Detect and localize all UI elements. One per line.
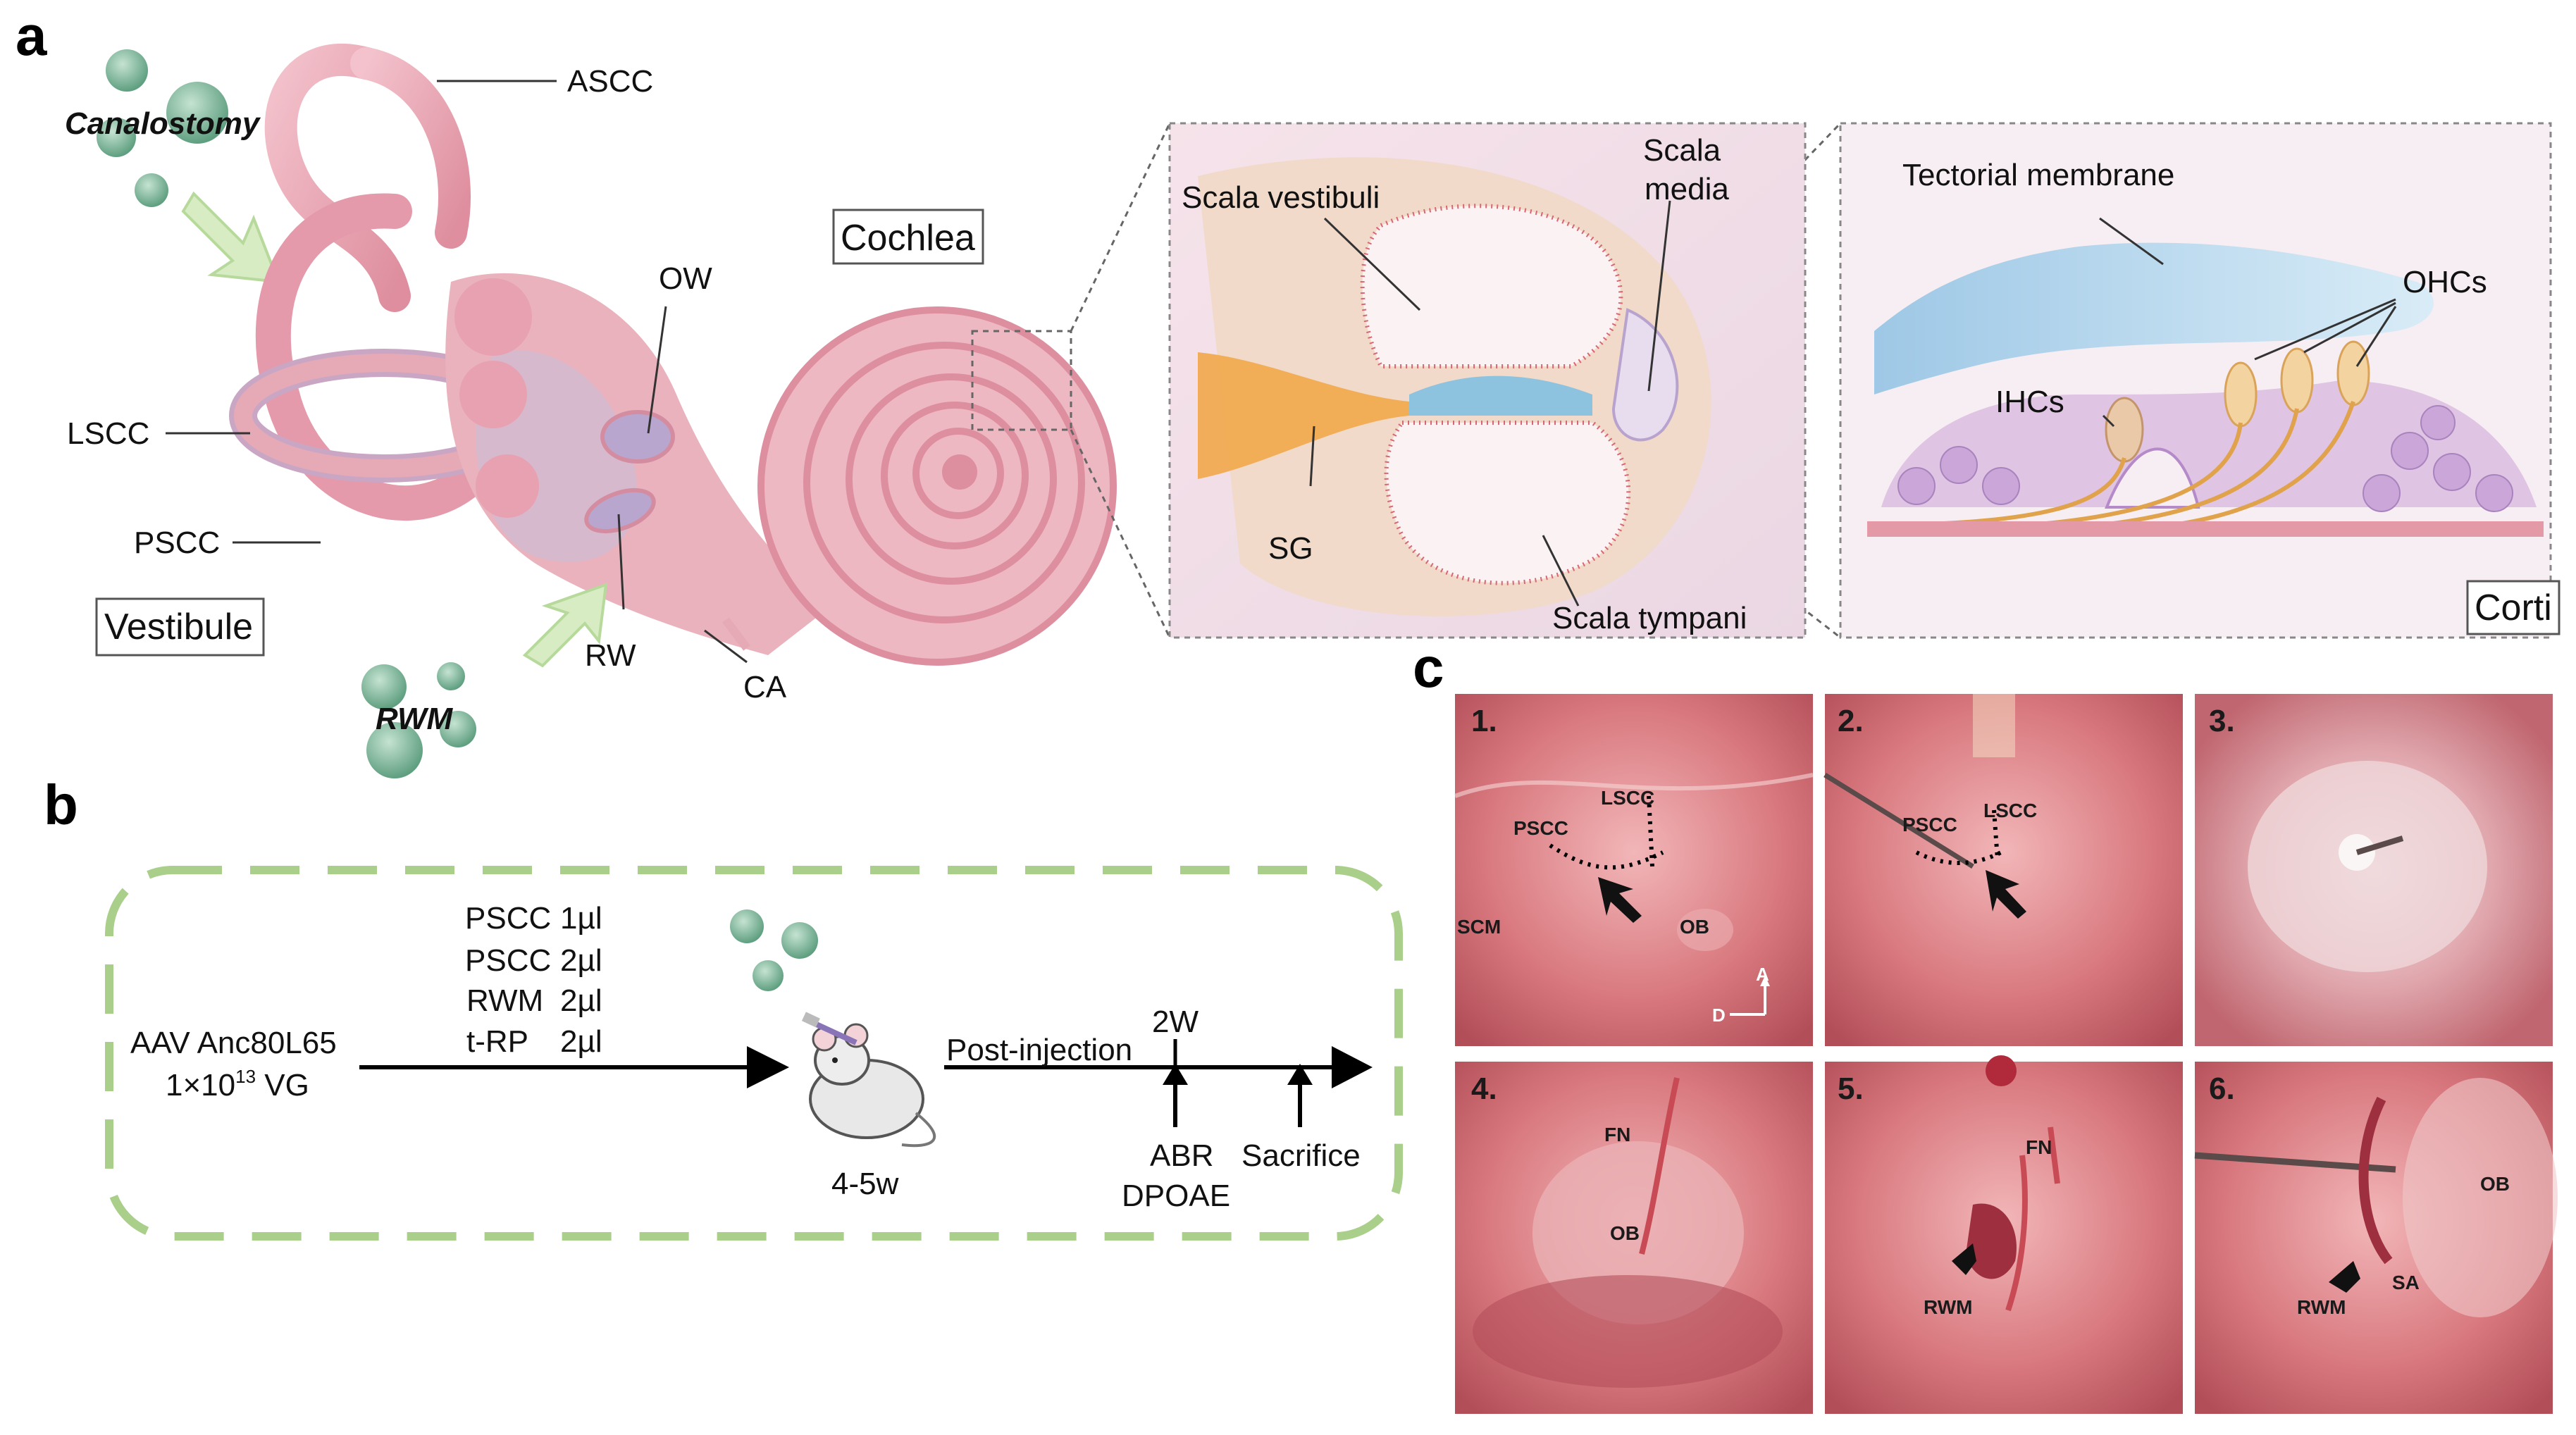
mouse-age: 4-5w [831,1167,899,1201]
rw-label: RW [585,638,636,673]
sacrifice-label: Sacrifice [1241,1138,1361,1173]
dpoae-label: DPOAE [1122,1179,1230,1213]
lscc-label: LSCC [67,416,149,451]
rwm-arrow-icon [522,583,608,668]
photo-1-label-lscc: LSCC [1601,787,1654,809]
timeline-box [105,866,1403,1241]
canalostomy-label: Canalostomy [65,106,261,141]
photo-4 [1455,1062,1813,1414]
panel-c-letter: c [1413,636,1444,699]
ca-label: CA [743,670,787,704]
photo-5-number: 5. [1838,1071,1864,1106]
photo-5-label-rwm: RWM [1924,1296,1972,1318]
scala-media-label-2: media [1645,172,1729,206]
cochlea-label: Cochlea [841,218,975,259]
panel-a-letter: a [16,4,47,67]
organ-of-corti [1839,122,2552,639]
sacrifice-arrowhead [1287,1064,1313,1085]
scala-vestibuli-label: Scala vestibuli [1182,180,1380,215]
timeline-arrowhead-1 [747,1046,789,1088]
abr-arrowhead [1163,1064,1188,1085]
group-1-route: PSCC [465,901,551,936]
group-4-route: t-RP [466,1024,528,1059]
vestibule-label: Vestibule [104,607,253,647]
photo-6 [2194,1062,2558,1414]
corti-leaders [2099,217,2397,428]
ascc-label: ASCC [567,64,653,99]
photo-5 [1825,1055,2183,1414]
group-2-route: PSCC [465,943,551,978]
virus-cluster-bottom [361,662,476,778]
photo-4-label-fn: FN [1604,1124,1630,1145]
post-injection-label: Post-injection [946,1033,1132,1067]
scala-media-label-1: Scala [1643,133,1721,168]
photo-1-compass-a: A [1756,964,1769,985]
scala-tympani-label: Scala tympani [1552,601,1747,635]
sg-label: SG [1268,531,1313,566]
panel-a-leaders [166,80,748,664]
group-1-volume: 1µl [560,901,602,936]
photo-2-label-pscc: PSCC [1902,814,1957,835]
photo-2-label-lscc: LSCC [1983,800,2037,821]
group-list: PSCC 1µl PSCC 2µl RWM 2µl t-RP 2µl [465,901,602,1059]
photo-1-label-scm: SCM [1457,916,1501,938]
abr-label: ABR [1150,1138,1213,1173]
cross-section-leaders [1309,200,1671,607]
vector-name: AAV Anc80L65 [130,1026,337,1060]
group-3-volume: 2µl [560,983,602,1018]
photo-1-label-pscc: PSCC [1513,817,1568,839]
photo-6-label-ob: OB [2480,1173,2510,1195]
photo-4-number: 4. [1471,1071,1497,1106]
vector-dose: 1×1013 VG [166,1066,309,1102]
group-4-volume: 2µl [560,1024,602,1059]
corti-label: Corti [2475,588,2552,628]
group-2-volume: 2µl [560,943,602,978]
photo-6-number: 6. [2209,1071,2235,1106]
photo-2-number: 2. [1838,704,1864,738]
ohcs-label: OHCs [2403,265,2487,299]
canalostomy-arrow-icon [181,191,281,284]
time-2w-label: 2W [1152,1005,1199,1039]
photo-2 [1823,694,2183,1046]
cochlea-box [832,209,984,265]
ow-label: OW [659,261,712,296]
vestibule-box [95,597,265,657]
photo-4-label-ob: OB [1610,1222,1640,1244]
rwm-route-label: RWM [376,702,454,736]
tectorial-membrane-label: Tectorial membrane [1902,158,2174,192]
corti-box [2466,580,2560,635]
mouse-icon [801,1012,936,1148]
timeline-arrowhead-2 [1332,1046,1373,1088]
virus-cluster-top [97,49,228,207]
photo-1-compass-d: D [1712,1005,1726,1026]
photo-3-number: 3. [2209,704,2235,738]
photo-1 [1454,694,1814,1046]
ihcs-label: IHCs [1995,385,2064,419]
panel-b-letter: b [44,774,78,836]
virus-cluster-b [730,909,818,991]
photo-1-label-ob: OB [1680,916,1709,938]
photo-1-number: 1. [1471,704,1497,738]
cochlea-cross-section [1168,122,1807,639]
group-3-route: RWM [466,983,543,1018]
inner-ear-illustration [229,44,1117,666]
pscc-label: PSCC [134,526,220,560]
photo-6-label-sa: SA [2392,1272,2420,1293]
photo-6-label-rwm: RWM [2297,1296,2346,1318]
photo-3 [2195,694,2553,1046]
photo-5-label-fn: FN [2026,1136,2052,1158]
